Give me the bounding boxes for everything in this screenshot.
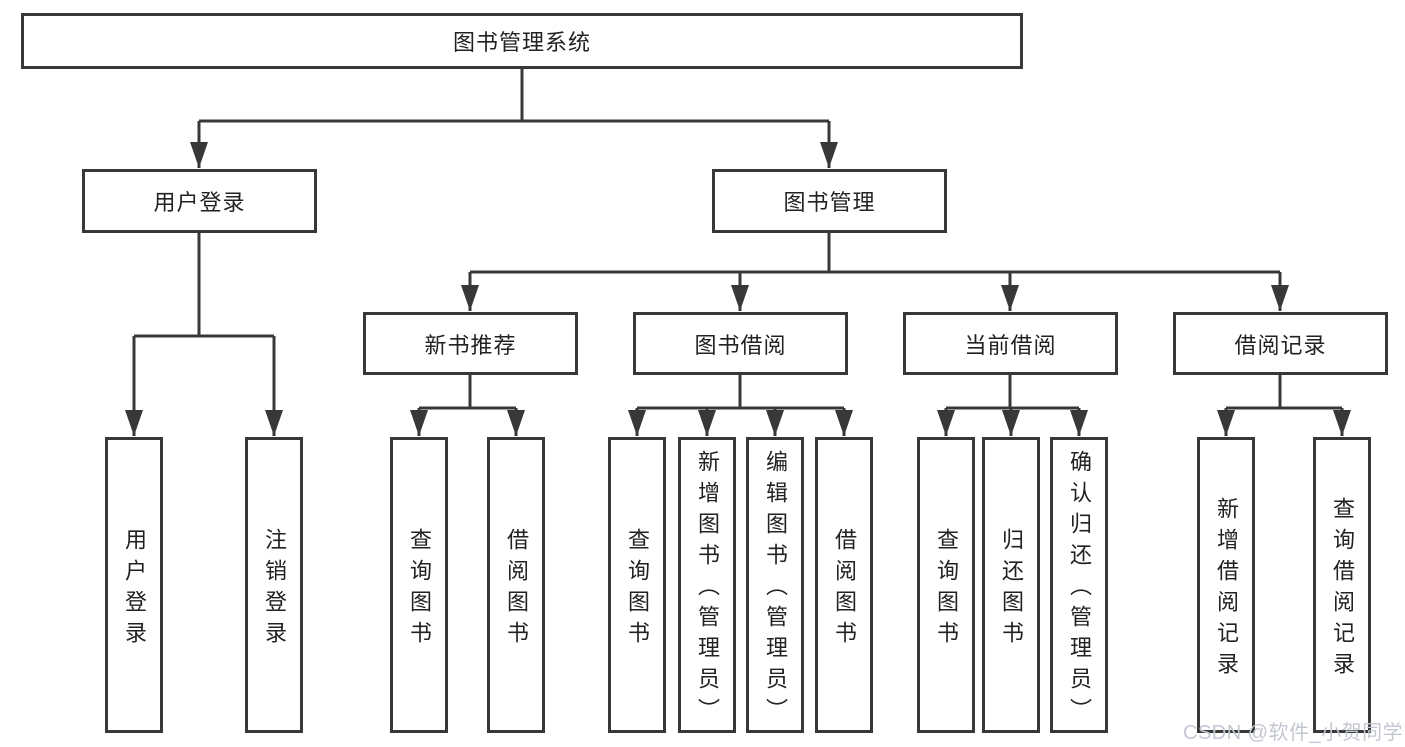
leaf-query-book-borrow-label: 查询图书 bbox=[625, 527, 650, 652]
leaf-borrow-book-recommend-label: 借阅图书 bbox=[504, 527, 529, 652]
new-book-recommend-branch bbox=[410, 375, 525, 436]
leaf-user-login: 用户登录 bbox=[105, 437, 163, 733]
leaf-edit-book-admin: 编辑图书（管理员） bbox=[746, 437, 804, 733]
leaf-query-book-borrow: 查询图书 bbox=[608, 437, 666, 733]
leaf-add-book-admin: 新增图书（管理员） bbox=[678, 437, 736, 733]
leaf-query-book-recommend: 查询图书 bbox=[390, 437, 448, 733]
leaf-confirm-return-admin-label: 确认归还（管理员） bbox=[1067, 450, 1092, 729]
leaf-add-borrow-record-label: 新增借阅记录 bbox=[1214, 496, 1239, 683]
node-book-management: 图书管理 bbox=[712, 169, 947, 233]
leaf-return-book-label: 归还图书 bbox=[999, 527, 1024, 652]
root-branch bbox=[190, 69, 838, 168]
leaf-return-book: 归还图书 bbox=[982, 437, 1040, 733]
leaf-borrow-book-label: 借阅图书 bbox=[832, 527, 857, 652]
current-borrow-branch bbox=[937, 375, 1088, 436]
leaf-add-borrow-record: 新增借阅记录 bbox=[1197, 437, 1255, 733]
node-new-book-recommend: 新书推荐 bbox=[363, 312, 578, 375]
borrow-records-branch bbox=[1217, 375, 1351, 436]
leaf-logout-label: 注销登录 bbox=[262, 527, 287, 652]
leaf-query-book-current-label: 查询图书 bbox=[934, 527, 959, 652]
user-login-branch bbox=[125, 233, 283, 436]
leaf-user-login-label: 用户登录 bbox=[122, 527, 147, 652]
node-current-borrow: 当前借阅 bbox=[903, 312, 1118, 375]
node-borrow-records: 借阅记录 bbox=[1173, 312, 1388, 375]
node-book-borrow: 图书借阅 bbox=[633, 312, 848, 375]
node-user-login: 用户登录 bbox=[82, 169, 317, 233]
book-borrow-branch bbox=[628, 375, 853, 436]
book-management-branch bbox=[461, 233, 1289, 311]
node-root: 图书管理系统 bbox=[21, 13, 1023, 69]
leaf-query-borrow-record: 查询借阅记录 bbox=[1313, 437, 1371, 733]
leaf-borrow-book: 借阅图书 bbox=[815, 437, 873, 733]
csdn-watermark: CSDN @软件_小贺同学 bbox=[1183, 722, 1404, 744]
leaf-edit-book-admin-label: 编辑图书（管理员） bbox=[763, 450, 788, 729]
leaf-logout: 注销登录 bbox=[245, 437, 303, 733]
leaf-confirm-return-admin: 确认归还（管理员） bbox=[1050, 437, 1108, 733]
leaf-add-book-admin-label: 新增图书（管理员） bbox=[695, 450, 720, 729]
leaf-borrow-book-recommend: 借阅图书 bbox=[487, 437, 545, 733]
leaf-query-book-current: 查询图书 bbox=[917, 437, 975, 733]
leaf-query-borrow-record-label: 查询借阅记录 bbox=[1330, 496, 1355, 683]
leaf-query-book-recommend-label: 查询图书 bbox=[407, 527, 432, 652]
